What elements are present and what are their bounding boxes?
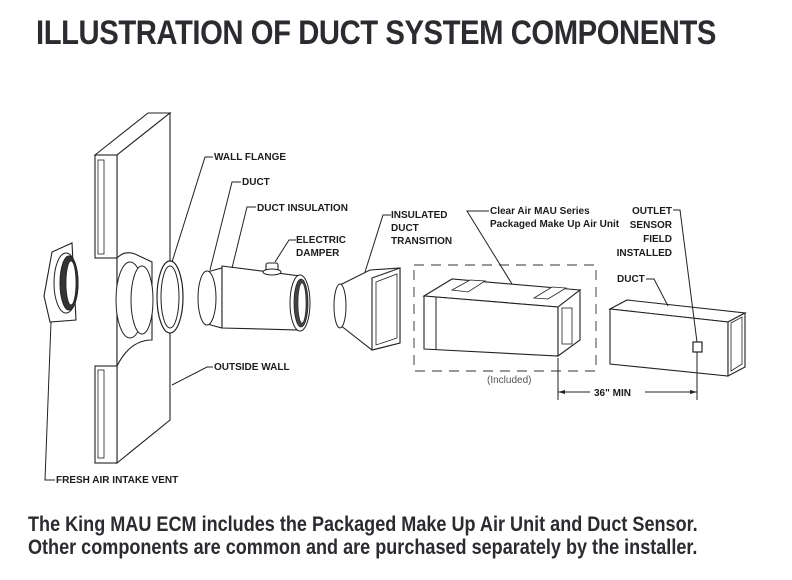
outlet-sensor: [692, 341, 703, 353]
label-mau-1: Clear Air MAU Series: [490, 206, 590, 217]
label-sensor-1: OUTLET: [632, 206, 672, 217]
leader-lines: [44, 156, 698, 481]
label-electric-damper-1: ELECTRIC: [296, 235, 346, 246]
label-fresh-air-intake-vent: FRESH AIR INTAKE VENT: [56, 475, 178, 486]
fresh-air-intake-vent: [43, 242, 79, 323]
outside-wall: [93, 111, 172, 465]
label-duct-right: DUCT: [617, 274, 645, 285]
mau-unit: [422, 278, 582, 358]
label-duct-left: DUCT: [242, 177, 270, 188]
label-transition-2: DUCT: [391, 223, 419, 234]
label-outside-wall: OUTSIDE WALL: [214, 362, 290, 373]
label-transition-3: TRANSITION: [391, 236, 452, 247]
caption-line-2: Other components are common and are purc…: [28, 536, 698, 559]
caption-line-1: The King MAU ECM includes the Packaged M…: [28, 513, 698, 536]
wall-flange: [156, 260, 184, 334]
label-sensor-3: FIELD: [643, 234, 672, 245]
label-sensor-2: SENSOR: [630, 220, 673, 231]
label-mau-2: Packaged Make Up Air Unit: [490, 219, 620, 230]
label-min-distance: 36" MIN: [594, 388, 631, 399]
label-electric-damper-2: DAMPER: [296, 248, 340, 259]
outlet-duct: [608, 299, 747, 377]
electric-damper: [262, 262, 282, 276]
duct-transition: [333, 267, 401, 351]
label-duct-insulation: DUCT INSULATION: [257, 203, 348, 214]
included-boundary: [413, 264, 597, 372]
label-transition-1: INSULATED: [391, 210, 447, 221]
page-title: ILLUSTRATION OF DUCT SYSTEM COMPONENTS: [36, 14, 717, 52]
label-wall-flange: WALL FLANGE: [214, 152, 286, 163]
insulated-duct: [197, 265, 311, 332]
label-sensor-4: INSTALLED: [617, 248, 672, 259]
label-included: (Included): [487, 375, 531, 386]
